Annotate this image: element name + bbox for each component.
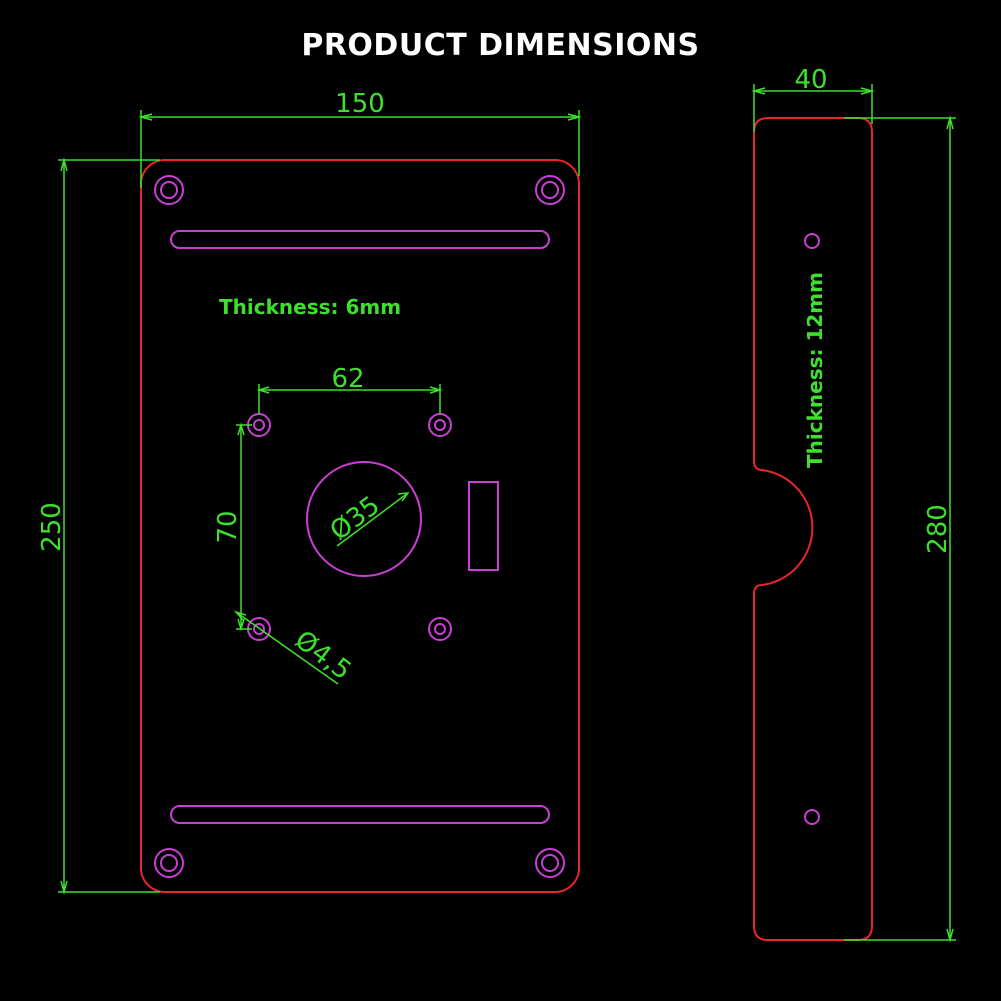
corner-hole-tl-inner	[160, 181, 178, 199]
mount-hole-br-outer	[428, 617, 452, 641]
mount-hole-tr-outer	[428, 413, 452, 437]
plate-width-label: 150	[335, 89, 385, 119]
corner-hole-bl-inner	[160, 854, 178, 872]
corner-hole-br-inner	[541, 854, 559, 872]
bar-view: 40 280 Thickness: 12mm	[751, 65, 956, 943]
mount-spacing-v-label: 70	[213, 510, 243, 543]
corner-hole-tr-inner	[541, 181, 559, 199]
center-hole-dimension: Ø35	[325, 491, 410, 547]
plate-height-dimension: 250	[37, 157, 160, 895]
mount-spacing-h-label: 62	[331, 364, 364, 394]
plate-view: 150 250 Thickness: 6mm 62	[37, 89, 582, 895]
bar-width-label: 40	[794, 65, 827, 95]
mount-hole-dimension: Ø4,5	[233, 610, 357, 686]
plate-height-label: 250	[37, 502, 67, 552]
mount-holes	[247, 413, 452, 641]
mount-hole-tl-inner	[253, 419, 265, 431]
corner-hole-tr-outer	[535, 175, 565, 205]
mount-spacing-h-dimension: 62	[256, 364, 443, 414]
corner-hole-bl-outer	[154, 848, 184, 878]
bar-width-dimension: 40	[751, 65, 875, 132]
mount-hole-label: Ø4,5	[289, 625, 356, 686]
page-title: PRODUCT DIMENSIONS	[301, 28, 700, 63]
bar-thickness-note: Thickness: 12mm	[803, 272, 827, 468]
top-slot	[170, 230, 550, 249]
plate-corner-holes	[154, 175, 565, 878]
plate-thickness-note: Thickness: 6mm	[219, 295, 401, 319]
center-hole-label: Ø35	[325, 491, 386, 547]
corner-hole-tl-outer	[154, 175, 184, 205]
bar-hole-bottom	[804, 809, 820, 825]
plate-outline	[140, 159, 580, 893]
mount-hole-br-inner	[434, 623, 446, 635]
side-rect-slot	[468, 481, 499, 571]
center-hole	[306, 461, 422, 577]
bar-outline	[753, 117, 873, 941]
corner-hole-br-outer	[535, 848, 565, 878]
mount-spacing-v-dimension: 70	[213, 422, 252, 632]
bar-height-dimension: 280	[844, 115, 956, 943]
mount-hole-tr-inner	[434, 419, 446, 431]
bottom-slot	[170, 805, 550, 824]
bar-hole-top	[804, 233, 820, 249]
plate-width-dimension: 150	[138, 89, 582, 188]
mount-hole-bl-inner	[253, 623, 265, 635]
bar-height-label: 280	[923, 504, 953, 554]
